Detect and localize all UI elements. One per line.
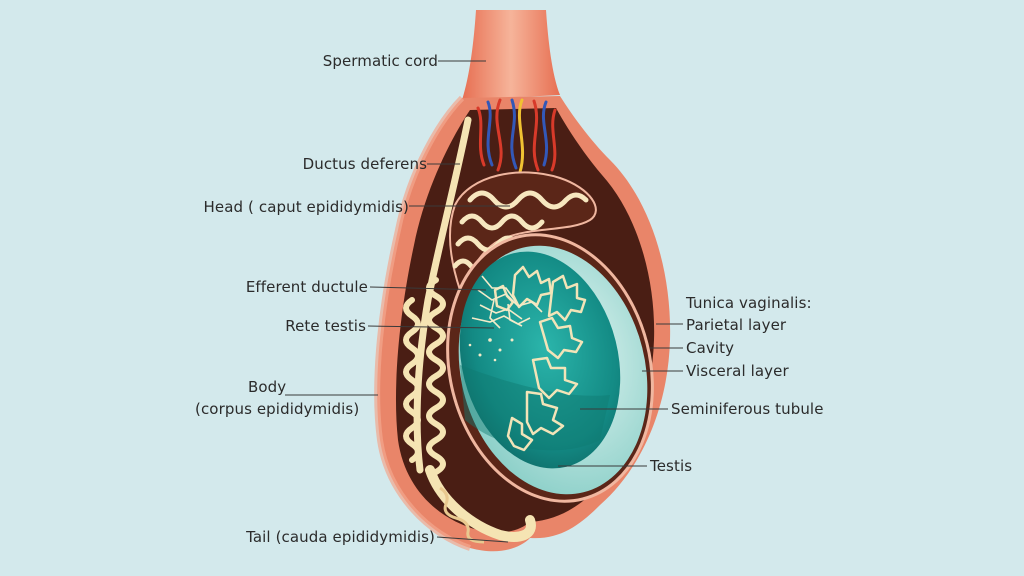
label-testis: Testis (650, 457, 693, 475)
rete-testis-network (471, 275, 543, 329)
label-cavity: Cavity (686, 339, 735, 357)
epididymis-head-shape (448, 171, 597, 293)
blood-vessels (476, 98, 557, 174)
label-seminiferous-tubule: Seminiferous tubule (671, 400, 824, 418)
label-efferent-ductule: Efferent ductule (245, 278, 368, 296)
spermatic-cord-shape (462, 10, 560, 100)
label-head: Head ( caput epididymidis) (203, 198, 409, 216)
label-parietal-layer: Parietal layer (686, 316, 787, 334)
label-tail: Tail (cauda epididymidis) (246, 528, 435, 546)
leader-lines (285, 60, 683, 543)
label-spermatic-cord: Spermatic cord (322, 52, 438, 70)
label-ductus-deferens: Ductus deferens (302, 155, 427, 173)
epididymis-tail-shape (425, 465, 536, 542)
label-body-line2: (corpus epididymidis) (195, 400, 360, 418)
epididymis-body-shape (403, 277, 446, 475)
label-tunica-vaginalis: Tunica vaginalis: (686, 294, 812, 312)
rete-testis-dots (468, 338, 514, 362)
label-visceral-layer: Visceral layer (686, 362, 789, 380)
label-body-line1: Body (248, 378, 287, 396)
label-rete-testis: Rete testis (285, 317, 366, 335)
